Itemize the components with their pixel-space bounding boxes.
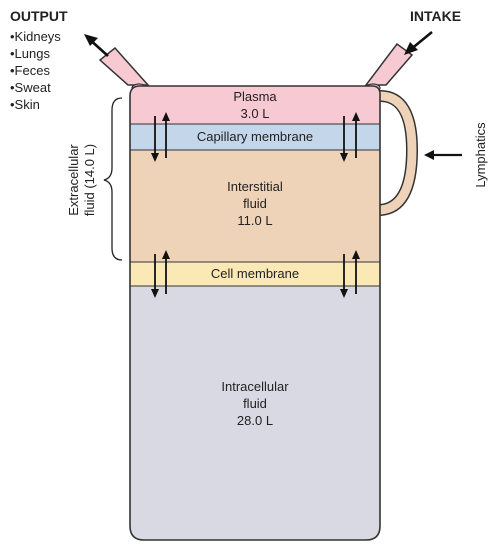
plasma-region [130,86,380,124]
cell-right-up-arrowhead [352,250,360,259]
output-arrowhead [84,34,98,46]
lymphatic-duct-fill [379,91,417,215]
output-list: •Kidneys •Lungs •Feces •Sweat •Skin [10,28,61,113]
capillary-left-down-arrowhead [151,153,159,162]
plasma-label: Plasma 3.0 L [180,88,330,122]
extracellular-label: Extracellular fluid (14.0 L) [66,120,102,240]
capillary-left-up-arrowhead [162,112,170,121]
lymphatics-label: Lymphatics [473,122,488,188]
cell-right-down-arrowhead [340,289,348,298]
intracellular-region [130,286,380,540]
output-item-sweat: •Sweat [10,80,51,95]
intracellular-label: Intracellular fluid 28.0 L [180,378,330,429]
interstitial-line2: fluid [243,196,267,211]
intake-tube [364,42,414,86]
interstitial-volume: 11.0 L [237,213,273,228]
intake-arrowhead [404,42,418,55]
capillary-right-down-arrowhead [340,153,348,162]
intracellular-line1: Intracellular [221,379,289,394]
capillary-membrane-label: Capillary membrane [196,129,314,144]
cell-membrane-label: Cell membrane [210,266,300,281]
interstitial-line1: Interstitial [227,179,283,194]
cell-membrane-region [130,262,380,286]
capillary-right-up-arrowhead [352,112,360,121]
interstitial-label: Interstitial fluid 11.0 L [180,178,330,229]
plasma-name: Plasma [233,89,277,104]
intracellular-line2: fluid [243,396,267,411]
output-item-skin: •Skin [10,97,40,112]
output-item-kidneys: •Kidneys [10,29,61,44]
interstitial-region [130,150,380,262]
extracellular-line2: fluid (14.0 L) [82,143,97,217]
plasma-volume: 3.0 L [240,106,270,121]
extracellular-line1: Extracellular [66,144,81,216]
extracellular-brace [103,97,123,261]
container-outline [129,85,381,541]
capillary-membrane-region [130,124,380,150]
lymphatics-arrowhead [424,150,434,160]
intracellular-volume: 28.0 L [236,413,274,428]
output-item-lungs: •Lungs [10,46,50,61]
intake-title: INTAKE [410,8,462,24]
cell-left-up-arrowhead [162,250,170,259]
output-title: OUTPUT [10,8,68,24]
cell-left-down-arrowhead [151,289,159,298]
output-item-feces: •Feces [10,63,50,78]
